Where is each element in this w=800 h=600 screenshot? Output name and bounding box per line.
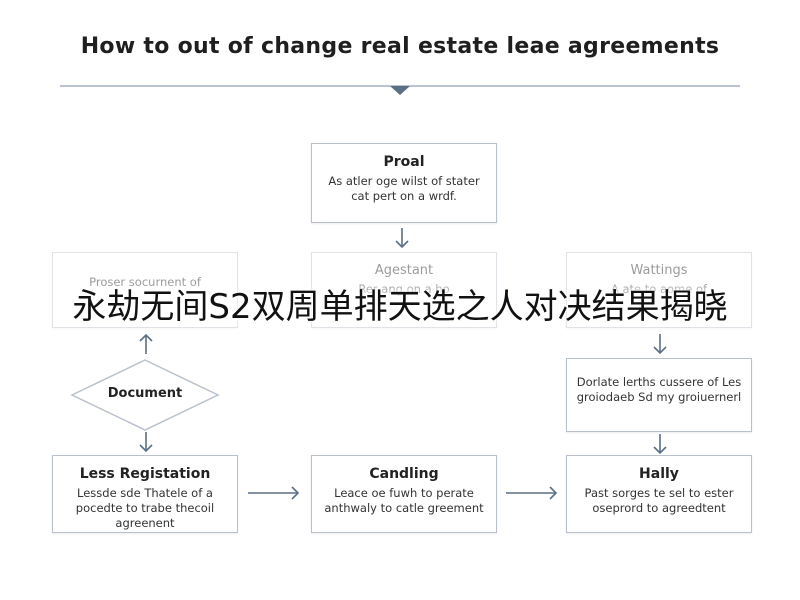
node-agestant-text: Rer ang on a ho — [358, 282, 450, 296]
node-candling: Candling Leace oe fuwh to perate anthwal… — [311, 455, 497, 533]
node-wattings-text: A ate to aome of — [610, 282, 708, 296]
node-proal: Proal As atler oge wilst of stater cat p… — [311, 143, 497, 223]
arrow-up-icon — [139, 333, 153, 354]
node-document-label: Document — [107, 386, 183, 401]
node-wattings-heading: Wattings — [630, 263, 688, 278]
arrow-right-icon — [248, 486, 300, 500]
arrow-right-icon — [506, 486, 558, 500]
node-candling-text: Leace oe fuwh to perate anthwaly to catl… — [324, 486, 484, 515]
node-agestant: Agestant Rer ang on a ho — [311, 252, 497, 328]
arrow-down-icon — [653, 434, 667, 455]
node-dorlate-text: Dorlate lerths cussere of Les groiodaeb … — [576, 375, 742, 404]
node-candling-heading: Candling — [369, 466, 439, 482]
node-hally-text: Past sorges te sel to ester oseprord to … — [584, 486, 734, 515]
node-document: Document — [70, 358, 220, 432]
node-left-faded: Proser socurnent of — [52, 252, 238, 328]
node-dorlate: Dorlate lerths cussere of Les groiodaeb … — [566, 358, 752, 432]
title-underline — [60, 85, 740, 95]
node-proal-heading: Proal — [383, 154, 425, 170]
node-agestant-heading: Agestant — [374, 263, 434, 278]
node-less-registation-text: Lessde sde Thatele of a pocedte to trabe… — [75, 486, 215, 530]
arrow-down-icon — [139, 432, 153, 453]
diamond-shape — [70, 359, 220, 431]
node-hally: Hally Past sorges te sel to ester osepro… — [566, 455, 752, 533]
node-less-registation-heading: Less Registation — [79, 466, 211, 482]
overlay-caption: 永劫无间S2双周单排天选之人对决结果揭晓 — [72, 287, 728, 327]
node-hally-heading: Hally — [639, 466, 679, 482]
node-proal-text: As atler oge wilst of stater cat pert on… — [328, 174, 480, 203]
node-less-registation: Less Registation Lessde sde Thatele of a… — [52, 455, 238, 533]
arrow-down-icon — [653, 334, 667, 355]
arrow-down-icon — [395, 228, 409, 249]
node-wattings: Wattings A ate to aome of — [566, 252, 752, 328]
page-title: How to out of change real estate leae ag… — [80, 34, 720, 59]
node-left-faded-heading: Proser socurnent of — [89, 275, 201, 289]
